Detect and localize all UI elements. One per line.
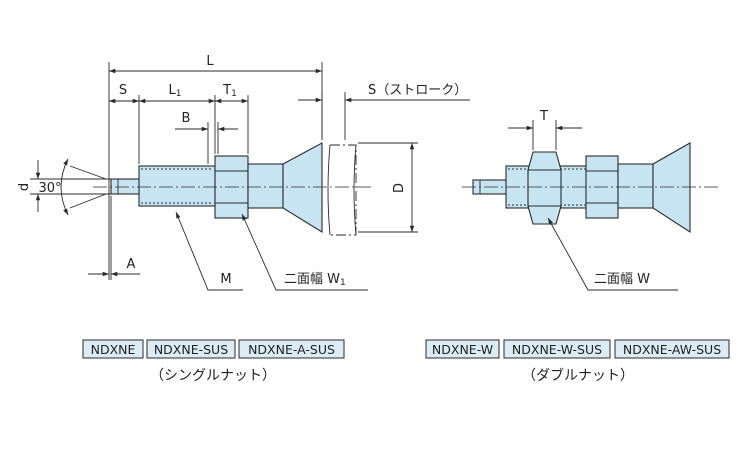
plunger-housing-right xyxy=(617,163,654,209)
dim-L1: L1 xyxy=(169,83,182,99)
dim-A: A xyxy=(127,257,136,272)
dim-D: D xyxy=(392,183,407,193)
model-label: NDXNE-SUS xyxy=(154,342,228,357)
dim-T1: T1 xyxy=(222,83,237,99)
front-nut xyxy=(527,151,562,225)
plunger-housing xyxy=(247,163,284,209)
caption-single-nut: （シングルナット） xyxy=(150,368,276,384)
across-flats-W1: 二面幅 W1 xyxy=(284,272,346,288)
model-label: NDXNE xyxy=(91,342,136,357)
dim-d: d xyxy=(17,183,32,191)
dim-S-stroke: S（ストローク） xyxy=(368,83,467,98)
model-label: NDXNE-W xyxy=(432,342,493,357)
caption-double-nut: （ダブルナット） xyxy=(522,367,634,384)
dim-S: S xyxy=(119,83,127,98)
threaded-body xyxy=(138,165,216,207)
plunger-pin xyxy=(110,178,142,195)
dim-B: B xyxy=(182,111,191,126)
dim-angle: 30° xyxy=(38,181,61,196)
across-flats-W: 二面幅 W xyxy=(594,272,650,287)
model-label: NDXNE-W-SUS xyxy=(512,342,602,357)
single-nut-plunger: L S L1 T1 B S（ストローク） D d xyxy=(17,54,470,291)
pull-knob-right xyxy=(652,142,691,234)
dim-M: M xyxy=(220,272,231,287)
model-label: NDXNE-A-SUS xyxy=(248,342,335,357)
dim-T: T xyxy=(539,109,548,124)
double-nut-plunger: T 二面幅 W xyxy=(462,109,720,291)
right-model-labels: NDXNE-W NDXNE-W-SUS NDXNE-AW-SUS （ダブルナット… xyxy=(425,339,730,384)
dim-L: L xyxy=(206,54,214,69)
model-label: NDXNE-AW-SUS xyxy=(623,342,721,357)
stroke-ghost-knob xyxy=(330,144,357,236)
left-model-labels: NDXNE NDXNE-SUS NDXNE-A-SUS （シングルナット） xyxy=(82,339,345,384)
pull-knob xyxy=(282,142,323,233)
